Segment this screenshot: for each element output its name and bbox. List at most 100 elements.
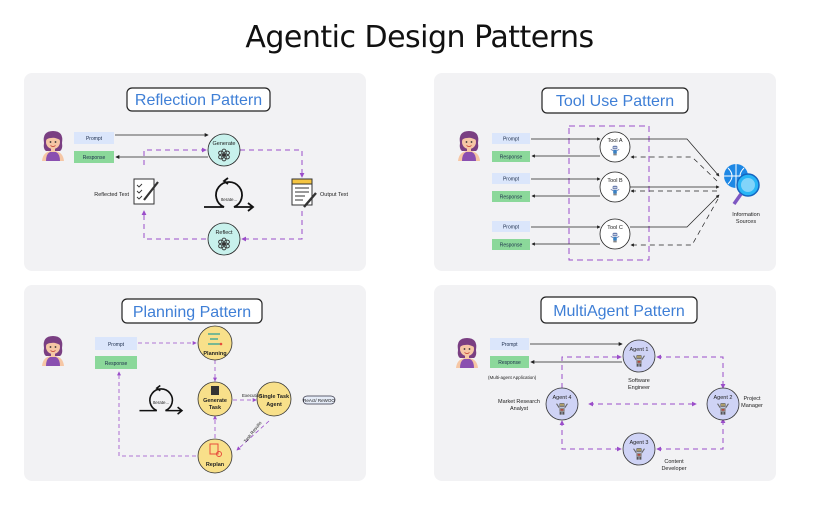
agent-3-node: Agent 3 (622, 432, 656, 466)
output-text-label: Output Text (320, 192, 348, 198)
task-results-label: Task Results (243, 420, 263, 444)
multiagent-pattern-panel: MultiAgent Pattern Prompt Response (Mult… (434, 285, 776, 481)
execution-label: Execution (242, 393, 262, 398)
generate-label: Generate (213, 141, 236, 147)
agent-1-node: Agent 1 (622, 339, 656, 373)
reflected-text-icon (133, 178, 159, 205)
agent-1-role: Engineer (628, 385, 650, 391)
agent-3-label: Agent 3 (630, 440, 649, 446)
tool-row-c: Prompt Response Tool C (492, 218, 631, 250)
prompt-box (74, 132, 114, 144)
agent-2-label: Agent 2 (714, 395, 733, 401)
replan-label: Replan (206, 462, 225, 468)
reflection-title-box (126, 87, 271, 112)
response-box (492, 239, 530, 250)
single-task-agent-label: Agent (266, 402, 282, 408)
prompt-label: Prompt (108, 342, 125, 348)
replan-icon (209, 443, 222, 457)
agent-4-node: Agent 4 (545, 387, 579, 421)
planning-pattern-panel: Planning Pattern Prompt Response Plannin… (24, 285, 366, 481)
react-rewoo-tag (302, 395, 336, 405)
response-box (492, 191, 530, 202)
planning-node (197, 325, 233, 361)
prompt-box (490, 338, 529, 350)
agent-3-role: Content (664, 459, 684, 465)
response-label: Response (500, 195, 523, 201)
reflection-pattern-panel: Reflection Pattern Prompt Response Gener… (24, 73, 366, 271)
prompt-label: Prompt (501, 342, 518, 348)
generate-task-label: Generate (203, 398, 227, 404)
prompt-label: Prompt (503, 177, 520, 183)
prompt-box (95, 337, 137, 350)
reflection-loop (141, 147, 305, 242)
planning-flow-arrows (117, 341, 270, 457)
prompt-label: Prompt (503, 137, 520, 143)
prompt-box (492, 173, 530, 184)
agent-2-role: Manager (741, 403, 763, 409)
single-task-agent-label: Single Task (259, 394, 290, 400)
replan-node (197, 438, 233, 474)
prompt-box (492, 133, 530, 144)
response-label: Response (105, 361, 128, 367)
planning-title: Planning Pattern (133, 304, 251, 321)
user-avatar-icon (457, 130, 481, 161)
user-avatar-icon (41, 335, 65, 366)
tool-use-title-box (541, 87, 689, 114)
iterate-loop-icon (203, 177, 254, 212)
agent-4-role: Market Research (498, 399, 540, 405)
response-label: Response (83, 155, 106, 161)
multiagent-title: MultiAgent Pattern (553, 303, 685, 320)
agent-3-role: Developer (661, 466, 686, 472)
reflected-text-label: Reflected Text (94, 192, 129, 198)
planning-label: Planning (203, 351, 226, 357)
generate-task-label: Task (209, 405, 222, 411)
information-sources-label: Information (732, 212, 760, 218)
prompt-label: Prompt (503, 225, 520, 231)
generate-task-node (197, 381, 233, 417)
response-box (74, 151, 114, 163)
tool-to-source-arrows (630, 138, 720, 228)
user-avatar-icon (41, 130, 65, 161)
tool-use-pattern-panel: Tool Use Pattern Prompt Response Tool A … (434, 73, 776, 271)
reflect-node (207, 222, 241, 256)
multi-agent-app-label: (Multi-agent Application) (488, 375, 537, 380)
response-box (95, 356, 137, 369)
iterate-label: Iterate... (153, 400, 170, 405)
agent-1-role: Software (628, 378, 650, 384)
prompt-label: Prompt (86, 136, 103, 142)
planning-title-box (121, 298, 263, 324)
generate-node (207, 133, 241, 167)
tool-b-label: Tool B (607, 178, 623, 184)
single-task-agent-node (256, 381, 292, 417)
agent-2-node: Agent 2 (706, 387, 740, 421)
react-rewoo-label: ReAct/ ReWOO (303, 398, 335, 403)
agent-4-role: Analyst (510, 406, 529, 412)
agent-1-label: Agent 1 (630, 347, 649, 353)
agent-links (559, 354, 726, 452)
response-box (490, 356, 529, 368)
tool-c-label: Tool C (607, 225, 623, 231)
response-label: Response (498, 360, 521, 366)
page-title: Agentic Design Patterns (245, 20, 594, 55)
tool-a-label: Tool A (608, 138, 623, 144)
tool-row-b: Prompt Response Tool B (492, 171, 631, 203)
reflect-label: Reflect (215, 230, 233, 236)
multiagent-title-box (540, 296, 698, 324)
clipboard-icon (211, 386, 219, 395)
response-label: Response (500, 155, 523, 161)
prompt-box (492, 221, 530, 232)
tool-use-title: Tool Use Pattern (556, 93, 674, 110)
flowchart-icon (208, 333, 223, 346)
source-to-tool-arrows (630, 155, 719, 247)
tool-group-boundary (568, 125, 650, 261)
tool-row-a: Prompt Response Tool A (492, 131, 631, 163)
response-box (492, 151, 530, 162)
information-sources-icon (724, 164, 760, 206)
response-label: Response (500, 243, 523, 249)
information-sources-label: Sources (736, 219, 756, 225)
agent-4-label: Agent 4 (553, 395, 572, 401)
agent-2-role: Project (743, 396, 761, 402)
iterate-label: Iterate... (221, 197, 238, 202)
user-avatar-icon (455, 337, 479, 368)
output-text-icon (291, 178, 317, 208)
